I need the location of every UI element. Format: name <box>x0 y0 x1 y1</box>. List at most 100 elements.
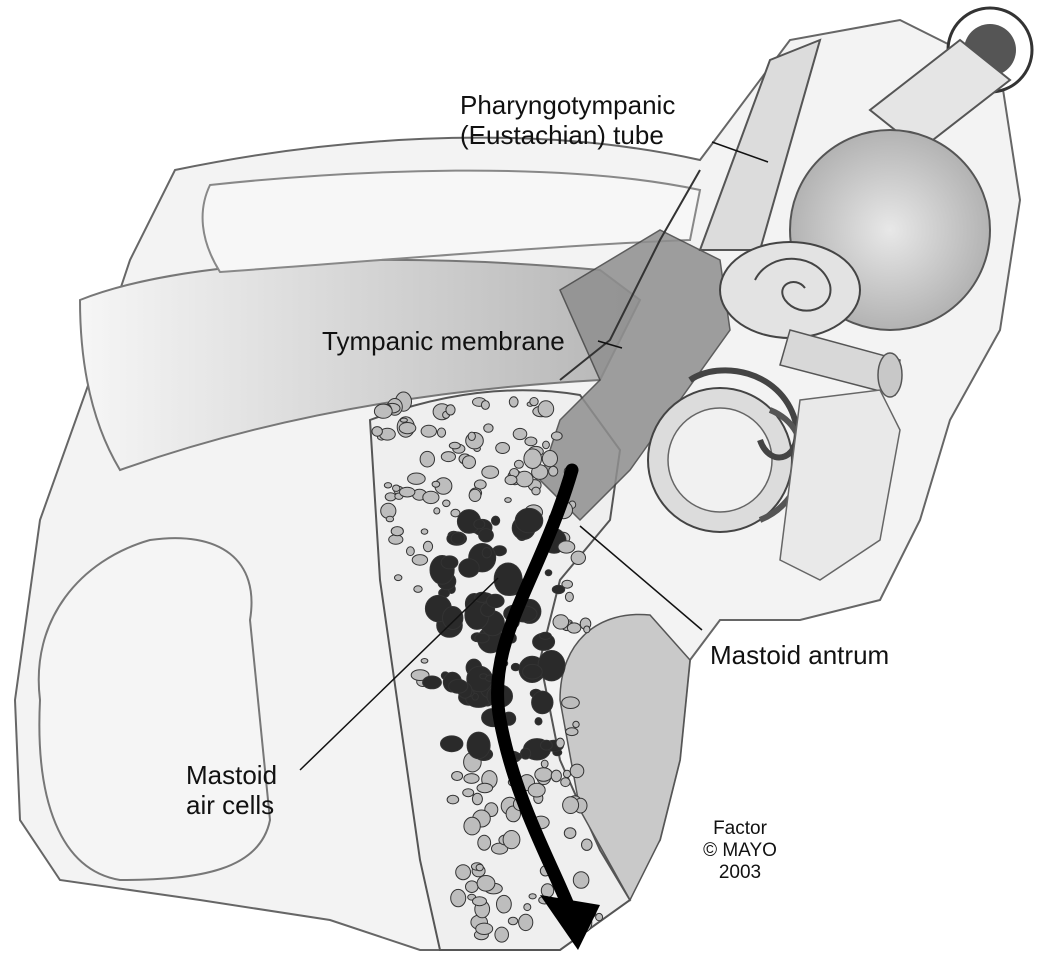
air-cell <box>491 515 501 526</box>
tympanic-membrane-line <box>559 169 701 381</box>
air-cell <box>392 484 401 492</box>
squamous-bone-shelf <box>201 169 702 274</box>
air-cell <box>399 417 408 423</box>
air-cell <box>442 606 464 630</box>
air-cell <box>529 397 539 407</box>
air-cell <box>474 632 490 644</box>
air-cell <box>440 451 456 463</box>
nerve-end <box>877 352 903 398</box>
air-cell <box>524 436 538 447</box>
air-cell <box>475 863 484 872</box>
air-cell <box>496 894 512 914</box>
air-cell <box>383 482 393 489</box>
air-cell <box>476 782 494 794</box>
air-cell <box>466 731 491 760</box>
air-cell <box>540 759 549 769</box>
air-cell <box>528 893 537 900</box>
air-cell <box>480 400 490 410</box>
air-cell <box>420 528 429 535</box>
air-cell <box>572 871 590 889</box>
air-cell <box>512 427 528 441</box>
air-cell <box>570 550 586 565</box>
air-cell <box>514 507 544 534</box>
air-cell <box>544 569 553 577</box>
air-cell <box>495 442 511 454</box>
air-cell <box>451 771 464 781</box>
air-cell <box>371 426 383 437</box>
air-cell <box>508 396 519 408</box>
air-cell <box>407 472 426 485</box>
air-cell <box>548 465 559 477</box>
air-cell <box>385 515 395 523</box>
air-cell <box>442 499 451 508</box>
air-cell <box>477 834 492 851</box>
leader-eustachian <box>711 141 769 163</box>
air-cell <box>561 579 574 589</box>
air-cell <box>471 792 483 806</box>
air-cell <box>551 584 566 595</box>
air-cell <box>448 678 469 694</box>
air-cell <box>406 546 415 557</box>
air-cell <box>542 440 550 450</box>
air-cell <box>565 727 579 737</box>
cochlea <box>719 241 861 339</box>
drainage-arrow <box>490 463 600 950</box>
air-cell <box>513 459 524 469</box>
air-cell <box>390 526 404 537</box>
air-cell <box>557 540 576 554</box>
credit-year: 2003 <box>718 862 762 883</box>
leader-air-cells <box>299 577 499 771</box>
air-cell <box>436 427 447 438</box>
artist-credit: Factor © MAYO 2003 <box>695 818 785 884</box>
air-cell <box>504 497 512 503</box>
air-cell <box>550 431 563 441</box>
air-cell <box>398 422 417 435</box>
air-cell <box>450 532 466 545</box>
auricle-lower-curve <box>37 537 272 882</box>
air-cell <box>431 480 441 488</box>
label-eustachian-tube: Pharyngotympanic (Eustachian) tube <box>460 90 675 150</box>
air-cell <box>507 916 519 926</box>
petrous-bone-block <box>779 389 901 581</box>
air-cell <box>572 720 580 729</box>
air-cell <box>581 838 593 851</box>
air-cell <box>467 431 476 441</box>
label-mastoid-antrum: Mastoid antrum <box>710 640 890 670</box>
air-cell <box>481 547 492 559</box>
air-cell <box>534 717 543 726</box>
air-cell <box>555 737 565 749</box>
air-cell <box>483 423 494 433</box>
air-cell <box>539 631 552 640</box>
air-cell <box>473 479 487 490</box>
air-cell <box>561 696 580 710</box>
air-cell <box>537 400 555 418</box>
air-cell <box>462 788 475 798</box>
label-tympanic-membrane: Tympanic membrane <box>322 326 565 356</box>
label-air-cells-line2: air cells <box>186 790 275 820</box>
air-cell <box>476 875 496 892</box>
air-cell <box>493 562 523 596</box>
air-cell <box>450 508 461 518</box>
air-cell <box>522 663 543 680</box>
air-cell <box>419 450 435 468</box>
air-cell <box>527 782 546 798</box>
air-cell <box>562 796 580 814</box>
air-cell <box>462 455 476 470</box>
air-cell <box>458 558 480 578</box>
air-cell <box>510 662 521 672</box>
air-cell <box>445 404 456 416</box>
air-cell <box>560 777 571 788</box>
air-cell <box>502 830 521 850</box>
air-cell <box>552 614 570 630</box>
air-cell <box>463 816 481 836</box>
leader-tympanic <box>597 340 623 349</box>
air-cell <box>494 926 510 943</box>
credit-copyright: © MAYO <box>703 840 777 861</box>
air-cell <box>450 888 467 908</box>
air-cell <box>455 864 472 881</box>
air-cell <box>468 488 482 502</box>
air-cell <box>473 519 486 530</box>
air-cell <box>463 773 480 784</box>
air-cell <box>465 880 479 894</box>
